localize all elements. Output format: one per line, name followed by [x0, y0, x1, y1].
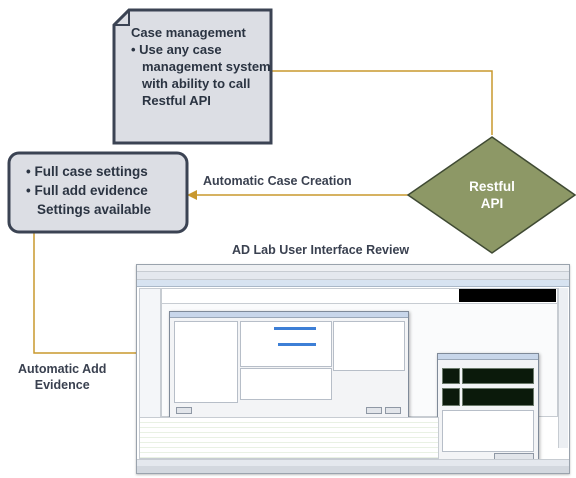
dialog-button	[366, 407, 382, 414]
task-manager-titlebar	[438, 354, 538, 360]
case-management-bullet-line: Restful API	[142, 93, 211, 108]
automatic-add-evidence-label: Automatic Add Evidence	[18, 361, 106, 393]
dialog-message-list	[333, 321, 405, 371]
ad-lab-screenshot	[136, 264, 570, 474]
restful-api-line: API	[480, 196, 504, 211]
case-management-bullet-line: with ability to call	[142, 76, 251, 91]
case-settings-text: • Full case settings • Full add evidence…	[26, 162, 186, 219]
case-management-title: Case management	[131, 25, 246, 40]
dialog-progress-bar	[274, 327, 316, 330]
screenshot-black-viewer	[459, 289, 556, 302]
automatic-add-evidence-line: Evidence	[34, 378, 90, 392]
task-manager-stats	[442, 410, 534, 452]
connector-case-mgmt-to-api	[271, 70, 493, 135]
task-manager-graph	[462, 388, 534, 406]
restful-api-line: Restful	[469, 179, 515, 194]
screenshot-menubar	[137, 265, 569, 272]
dialog-button	[385, 407, 401, 414]
automatic-add-evidence-line: Automatic Add	[18, 362, 107, 376]
screenshot-processing-dialog	[169, 311, 409, 423]
automatic-case-creation-label: Automatic Case Creation	[203, 174, 352, 188]
screenshot-file-list	[139, 417, 439, 459]
screenshot-toolbar	[137, 272, 569, 280]
task-manager-graph	[442, 388, 460, 406]
dialog-progress-bar	[278, 343, 316, 346]
dialog-titlebar	[170, 312, 408, 318]
dialog-evidence-panel	[240, 368, 332, 400]
restful-api-label: Restful API	[452, 178, 532, 212]
task-manager-graph	[442, 368, 460, 384]
ad-lab-review-label: AD Lab User Interface Review	[232, 243, 410, 257]
dialog-tree	[174, 321, 238, 403]
restful-api-diamond	[406, 136, 576, 254]
screenshot-bottom-bar	[137, 466, 569, 473]
arrowhead-left	[187, 190, 197, 200]
case-settings-box	[7, 151, 189, 234]
case-management-text: Case management • Use any case managemen…	[131, 24, 271, 109]
screenshot-task-manager	[437, 353, 539, 465]
case-management-bullet-line: management system	[142, 59, 271, 74]
case-settings-line: • Full add evidence	[26, 183, 148, 198]
task-manager-graph	[462, 368, 534, 384]
case-settings-line: Settings available	[37, 202, 152, 217]
case-settings-line: • Full case settings	[26, 164, 148, 179]
folded-corner	[114, 10, 130, 26]
case-management-bullet-line: • Use any case	[131, 42, 222, 57]
screenshot-left-pane	[139, 288, 161, 418]
screenshot-tab-strip	[137, 280, 569, 287]
dialog-button	[176, 407, 192, 414]
screenshot-status-bar	[137, 459, 569, 466]
screenshot-right-scroll	[558, 288, 568, 448]
case-management-box	[112, 8, 273, 145]
connector-case-settings-to-screenshot	[33, 233, 137, 354]
